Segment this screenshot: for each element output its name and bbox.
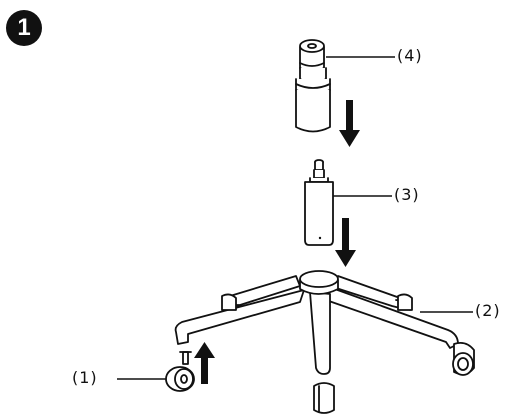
down-arrow-icon bbox=[339, 100, 360, 147]
callout-label-2: (2) bbox=[475, 301, 501, 320]
gas-lift-cover bbox=[295, 39, 331, 133]
caster-front bbox=[313, 382, 335, 414]
down-arrow-icon bbox=[335, 218, 356, 267]
callout-label-1: (1) bbox=[72, 368, 98, 387]
callout-label-4: (4) bbox=[397, 46, 423, 65]
step-number-badge: 1 bbox=[6, 10, 42, 46]
gas-cylinder bbox=[304, 159, 334, 246]
callout-label-3: (3) bbox=[394, 185, 420, 204]
caster-front-left bbox=[165, 351, 195, 392]
caster-back-left bbox=[221, 293, 237, 311]
five-star-base bbox=[174, 270, 459, 375]
up-arrow-icon bbox=[194, 342, 215, 384]
caster-back-right bbox=[397, 293, 413, 311]
caster-right bbox=[452, 341, 475, 376]
